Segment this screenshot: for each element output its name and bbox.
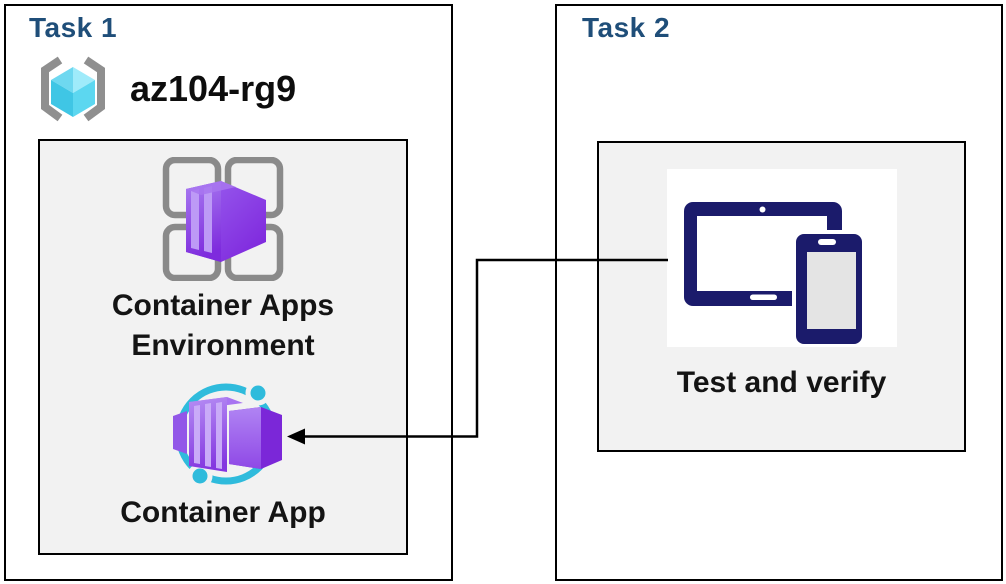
device-tile — [667, 169, 897, 348]
container-app-label: Container App — [120, 496, 326, 529]
container-apps-environment-label: Container Apps Environment — [40, 286, 406, 366]
label-line-1: Container Apps — [111, 289, 335, 322]
resource-group: az104-rg9 — [33, 55, 296, 123]
task2-panel: Task 2 Test and verify — [555, 4, 1003, 581]
task2-title: Task 2 — [582, 12, 671, 43]
task1-panel: Task 1 az104-rg9 — [4, 4, 453, 581]
resource-group-name: az104-rg9 — [130, 68, 297, 109]
task1-resources-box: Container Apps Environment — [38, 139, 408, 555]
container-apps-environment-icon — [162, 157, 284, 281]
container-app-icon — [173, 380, 282, 489]
tablet-phone-icon — [684, 202, 866, 348]
task2-verify-box: Test and verify — [597, 141, 966, 452]
resource-group-icon — [41, 56, 105, 122]
task1-title: Task 1 — [29, 12, 118, 43]
test-and-verify-label: Test and verify — [676, 366, 887, 399]
label-line-2: Environment — [131, 329, 315, 362]
